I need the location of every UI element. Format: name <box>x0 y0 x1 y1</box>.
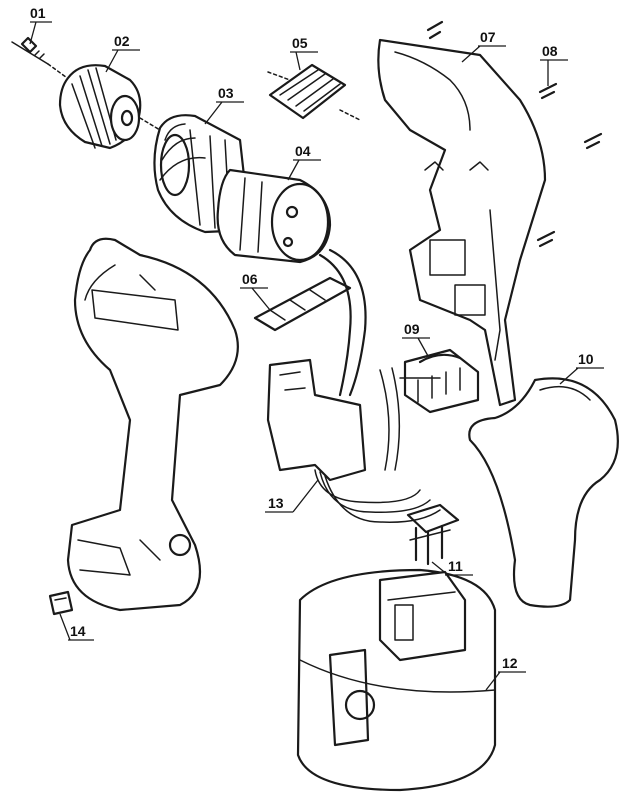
part-08-screws <box>426 20 603 248</box>
label-08: 08 <box>542 43 558 59</box>
part-02-chuck <box>58 64 161 150</box>
part-09-switch-module <box>399 348 480 414</box>
label-11: 11 <box>448 558 463 574</box>
leader-03 <box>204 101 244 125</box>
label-02: 02 <box>114 33 130 49</box>
part-13-wiring-connector <box>266 248 441 523</box>
label-14: 14 <box>70 623 86 639</box>
part-12-battery-pack <box>296 568 497 792</box>
part-07-housing-right-half <box>377 38 547 407</box>
leader-09 <box>402 337 430 357</box>
callout-labels: 01 02 03 04 05 06 07 08 09 10 11 12 13 1… <box>30 5 594 671</box>
part-11-terminal-block <box>406 503 460 566</box>
label-12: 12 <box>502 655 518 671</box>
leader-lines <box>29 21 604 691</box>
label-04: 04 <box>295 143 311 159</box>
label-06: 06 <box>242 271 258 287</box>
label-01: 01 <box>30 5 46 21</box>
label-10: 10 <box>578 351 594 367</box>
label-07: 07 <box>480 29 496 45</box>
leader-14 <box>59 613 94 641</box>
leader-01 <box>29 21 52 45</box>
label-03: 03 <box>218 85 234 101</box>
part-14-clip <box>48 590 74 616</box>
leader-11 <box>431 561 473 576</box>
part-10-side-cover <box>468 377 619 608</box>
leader-02 <box>105 49 140 73</box>
label-05: 05 <box>292 35 308 51</box>
leader-06 <box>240 287 271 311</box>
leader-12 <box>485 671 526 691</box>
leader-07 <box>461 45 506 63</box>
part-05-contact-plate <box>267 63 361 121</box>
part-06-brush-holder <box>253 276 352 332</box>
part-left-housing-half <box>66 237 239 612</box>
leader-04 <box>287 159 321 181</box>
leader-13 <box>265 479 319 513</box>
leader-08 <box>540 59 568 86</box>
part-04-motor <box>216 168 332 264</box>
leader-05 <box>290 51 318 71</box>
label-09: 09 <box>404 321 420 337</box>
part-01-screw <box>11 36 71 81</box>
label-13: 13 <box>268 495 284 511</box>
leader-10 <box>559 367 604 385</box>
